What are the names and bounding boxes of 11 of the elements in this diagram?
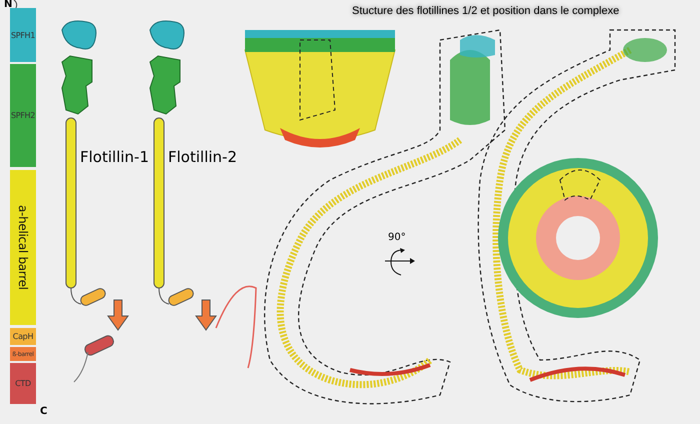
terminus-label: C [40,406,48,417]
domain-segment: CTD [10,363,36,404]
rotation-angle: 90° [388,232,406,243]
protein-name: Flotillin-2 [168,148,237,166]
protein-name: Flotillin-1 [80,148,149,166]
domain-segment: CapH [10,328,36,345]
domain-segment: a-helical barrel [10,170,36,325]
domain-segment: SPFH2 [10,64,36,167]
figure-title: Stucture des flotillines 1/2 et position dans le complexe [352,5,620,17]
terminus-label: N [4,0,12,10]
domain-segment: SPFH1 [10,8,36,62]
